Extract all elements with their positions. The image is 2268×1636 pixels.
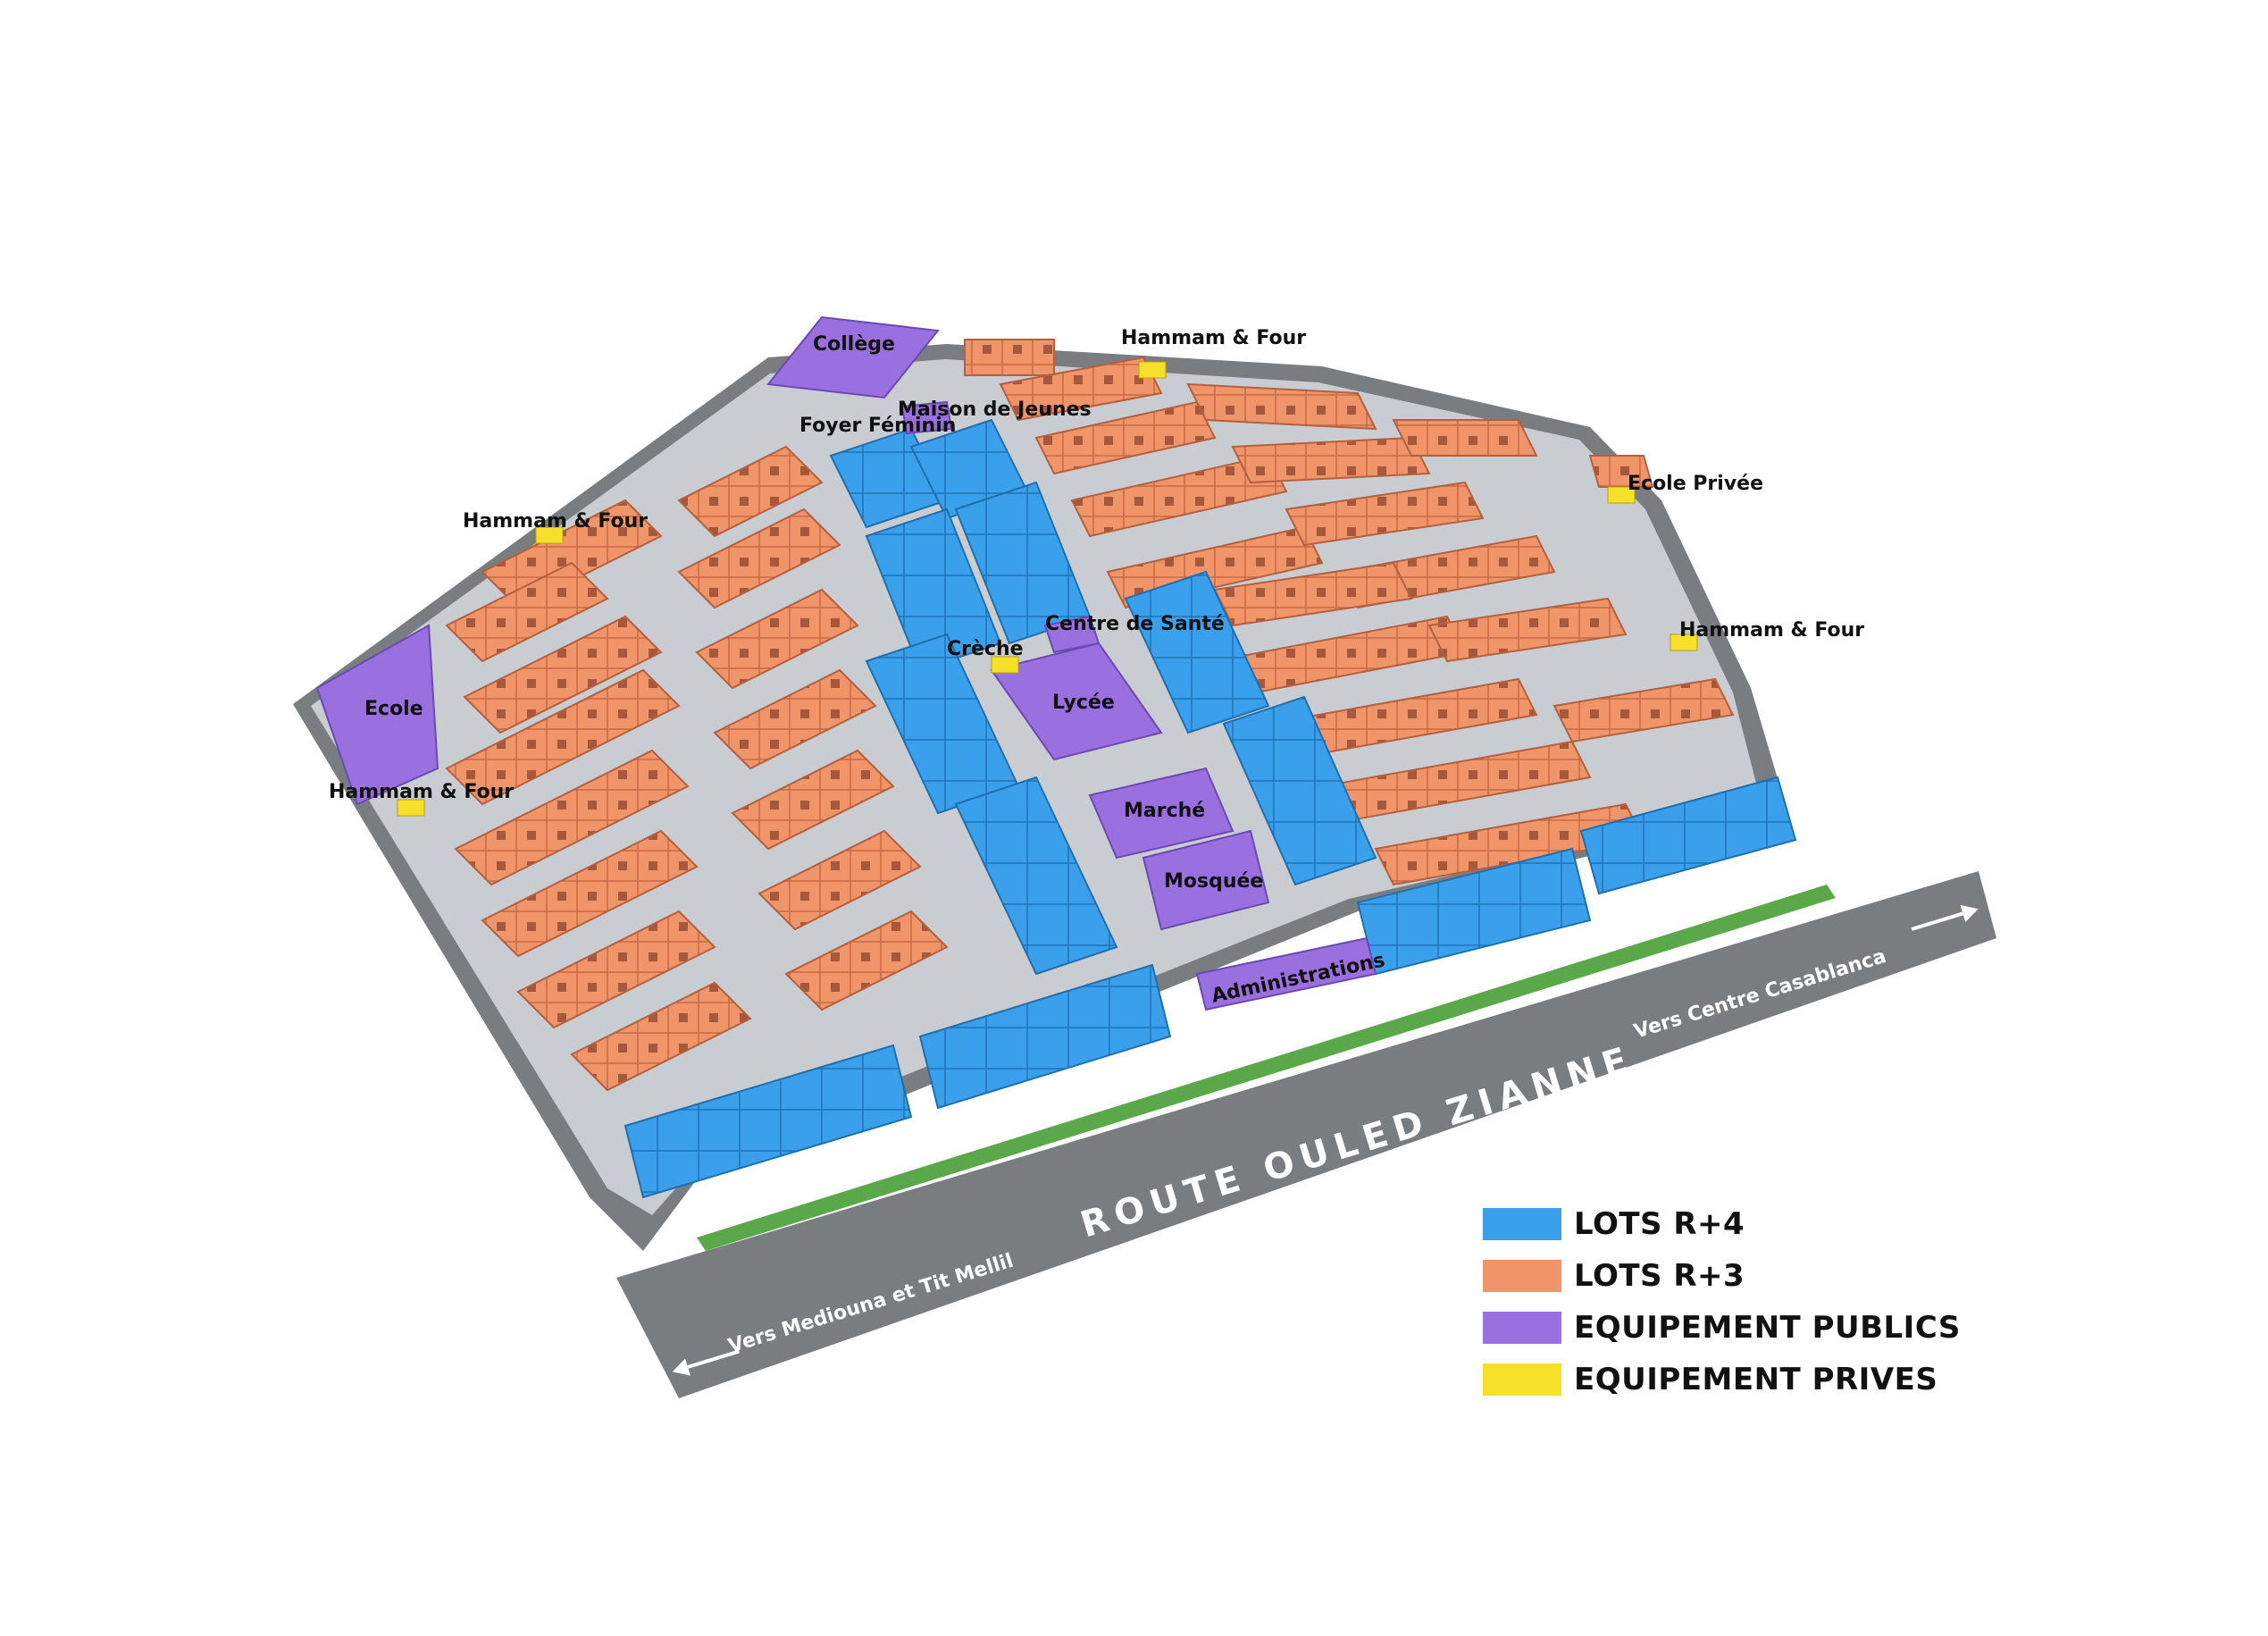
college-building	[766, 315, 940, 399]
hammam-four-southwest	[397, 799, 425, 817]
legend-swatch	[1483, 1260, 1561, 1292]
label-marche: Marché	[1124, 800, 1205, 822]
legend-row-lots-r3: LOTS R+3	[1483, 1254, 2037, 1298]
label-hammam-southwest: Hammam & Four	[329, 781, 514, 803]
hammam-four-north	[1138, 361, 1167, 379]
arrow-right-icon	[1911, 904, 1979, 931]
label-hammam-east: Hammam & Four	[1679, 619, 1864, 642]
equipement-prives-group	[397, 361, 1698, 817]
label-centre-sante: Centre de Santé	[1045, 613, 1225, 635]
legend-row-equipement-prives: EQUIPEMENT PRIVES	[1483, 1357, 2037, 1402]
marche-building	[1088, 767, 1234, 860]
legend-label: LOTS R+4	[1574, 1206, 1745, 1242]
label-ecole-privee: Ecole Privée	[1628, 473, 1763, 495]
ecole-privee-building	[1607, 486, 1636, 504]
mosquee-building	[1142, 829, 1270, 931]
label-college: Collège	[813, 333, 895, 356]
administrations-building	[1195, 936, 1377, 1011]
legend-row-equipement-publics: EQUIPEMENT PUBLICS	[1483, 1305, 2037, 1350]
label-hammam-north: Hammam & Four	[1121, 327, 1306, 349]
legend-swatch	[1483, 1312, 1561, 1344]
roadside-green-strip	[697, 885, 1836, 1251]
main-road[interactable]	[616, 871, 1996, 1398]
label-foyer-feminin: Foyer Féminin	[799, 415, 956, 437]
lycee-building	[990, 642, 1163, 761]
hammam-four-east	[1670, 633, 1698, 651]
legend-label: EQUIPEMENT PUBLICS	[1574, 1310, 1961, 1346]
label-ecole: Ecole	[364, 698, 423, 720]
centre-sante-building	[1043, 615, 1101, 654]
legend-swatch	[1483, 1208, 1561, 1240]
label-creche: Crèche	[947, 638, 1024, 660]
ecole-building	[315, 624, 439, 806]
legend-swatch	[1483, 1363, 1561, 1396]
label-hammam-west: Hammam & Four	[463, 510, 648, 533]
legend-label: LOTS R+3	[1574, 1258, 1745, 1294]
legend-label: EQUIPEMENT PRIVES	[1574, 1362, 1938, 1397]
lots-r3-group	[445, 339, 1735, 1092]
map-legend: LOTS R+4 LOTS R+3 EQUIPEMENT PUBLICS EQU…	[1483, 1202, 2037, 1409]
legend-row-lots-r4: LOTS R+4	[1483, 1202, 2037, 1246]
label-lycee: Lycée	[1052, 692, 1115, 714]
lots-r4-group	[623, 418, 1797, 1199]
label-maison-jeunes: Maison de Jeunes	[898, 399, 1092, 421]
arrow-left-icon	[672, 1349, 740, 1376]
maison-jeunes-building	[900, 400, 953, 435]
creche-building	[991, 656, 1019, 674]
equipement-publics-group	[315, 315, 1377, 1011]
label-mosquee: Mosquée	[1164, 870, 1263, 893]
hammam-four-west	[535, 526, 564, 544]
